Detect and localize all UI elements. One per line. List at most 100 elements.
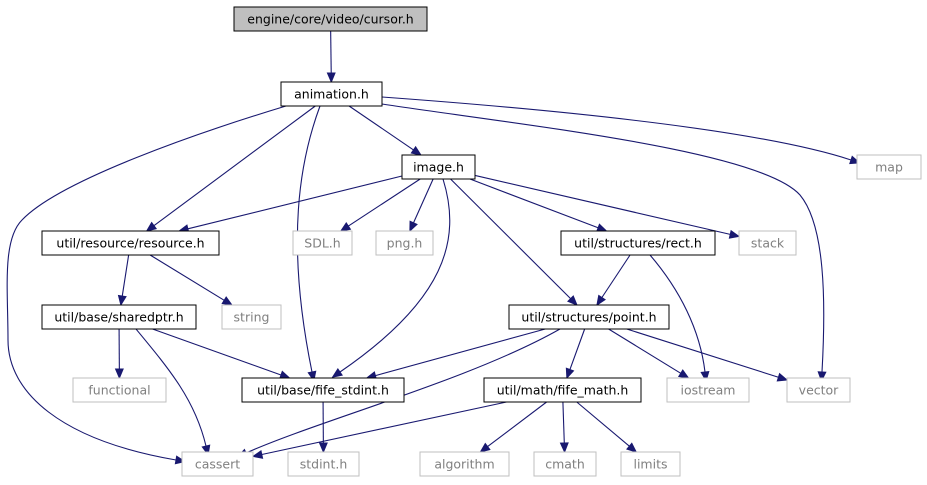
edge-line [261, 401, 507, 456]
edge-arrowhead [776, 372, 789, 382]
edge-line [469, 178, 599, 229]
edge-cursor-to-animation [326, 30, 336, 84]
node-rect[interactable]: util/structures/rect.h [560, 230, 716, 256]
edge-line [330, 30, 332, 74]
node-animation[interactable]: animation.h [280, 81, 383, 107]
edge-line [450, 178, 571, 300]
node-box [786, 377, 851, 403]
node-label: animation.h [294, 87, 369, 102]
edge-line [135, 328, 207, 447]
edge-image-to-stdint_fife [331, 178, 451, 378]
edge-image-to-resource [177, 175, 403, 234]
edge-arrowhead [596, 223, 608, 232]
node-box [41, 230, 220, 256]
edge-point-to-vector [626, 328, 789, 382]
edge-arrowhead [410, 145, 422, 156]
node-box [856, 154, 922, 180]
edge-arrowhead [114, 368, 124, 380]
node-label: cmath [545, 457, 585, 472]
node-box [401, 154, 476, 180]
node-label: png.h [387, 236, 423, 251]
node-label: util/resource/resource.h [56, 236, 204, 251]
edge-line [569, 328, 586, 370]
node-sharedptr[interactable]: util/base/sharedptr.h [41, 304, 197, 330]
edge-animation-to-vector [381, 103, 827, 383]
node-box [72, 377, 167, 403]
edge-line [487, 401, 547, 448]
edge-line [153, 105, 316, 227]
edge-arrowhead [565, 367, 575, 380]
node-label: util/base/sharedptr.h [54, 310, 183, 325]
edge-arrowhead [409, 220, 418, 233]
node-image[interactable]: image.h [401, 154, 476, 180]
edge-image-to-point [450, 178, 578, 306]
edge-arrowhead [251, 449, 264, 459]
node-label: SDL.h [304, 236, 340, 251]
edge-sharedptr-to-stdint_fife [152, 328, 291, 380]
node-label: stdint.h [300, 457, 348, 472]
edge-arrowhead [728, 229, 741, 239]
edge-arrowhead [326, 72, 336, 84]
edge-line [149, 254, 225, 301]
node-limits: limits [620, 451, 681, 477]
node-label: engine/core/video/cursor.h [247, 12, 413, 27]
edge-arrowhead [677, 369, 690, 379]
node-box [620, 451, 681, 477]
edge-line [381, 96, 852, 161]
edges-layer [6, 30, 861, 465]
edge-line [474, 174, 731, 235]
node-box [533, 451, 597, 477]
edge-image-to-png [409, 178, 434, 233]
edge-line [601, 254, 631, 298]
edge-point-to-stdint_fife [365, 328, 546, 380]
nodes-layer: engine/core/video/cursor.h animation.h map… [41, 6, 922, 477]
edge-line [381, 103, 825, 373]
edge-fife_math-to-cassert [251, 401, 507, 459]
node-label: cassert [195, 457, 240, 472]
edge-arrowhead [626, 442, 638, 453]
edge-resource-to-sharedptr [117, 254, 130, 307]
node-label: util/structures/rect.h [574, 236, 702, 251]
edge-rect-to-iostream [649, 254, 710, 383]
edge-arrowhead [339, 221, 352, 232]
node-stack: stack [738, 230, 797, 256]
edge-arrowhead [145, 221, 158, 232]
node-fife-math[interactable]: util/math/fife_math.h [483, 377, 642, 403]
edge-line [6, 105, 287, 461]
edge-fife_math-to-algorithm [479, 401, 547, 453]
node-cmath: cmath [533, 451, 597, 477]
node-box [287, 451, 360, 477]
edge-animation-to-cassert [6, 105, 287, 465]
edge-line [152, 328, 282, 376]
edge-arrowhead [596, 294, 606, 307]
node-label: image.h [413, 160, 464, 175]
edge-line [339, 178, 451, 373]
edge-arrowhead [559, 442, 569, 454]
edge-arrowhead [817, 371, 827, 383]
node-stdint-fife[interactable]: util/base/fife_stdint.h [241, 377, 405, 403]
edge-image-to-sdl [339, 178, 421, 232]
node-label: limits [633, 457, 667, 472]
node-resource[interactable]: util/resource/resource.h [41, 230, 220, 256]
node-box [221, 304, 282, 330]
edge-resource-to-string [149, 254, 233, 306]
node-box [560, 230, 716, 256]
node-box [508, 304, 670, 330]
node-label: map [875, 160, 903, 175]
node-string: string [221, 304, 282, 330]
edge-animation-to-image [348, 105, 422, 156]
edge-rect-to-point [596, 254, 631, 307]
node-label: util/structures/point.h [521, 310, 656, 325]
edge-line [608, 328, 682, 374]
node-box [241, 377, 405, 403]
node-label: algorithm [434, 457, 494, 472]
node-box [419, 451, 510, 477]
edge-fife_math-to-limits [576, 401, 638, 453]
edge-stdint_fife-to-stdint [318, 401, 328, 454]
node-algorithm: algorithm [419, 451, 510, 477]
node-point[interactable]: util/structures/point.h [508, 304, 670, 330]
node-cursor: engine/core/video/cursor.h [233, 6, 428, 32]
node-box [375, 230, 434, 256]
node-box [483, 377, 642, 403]
